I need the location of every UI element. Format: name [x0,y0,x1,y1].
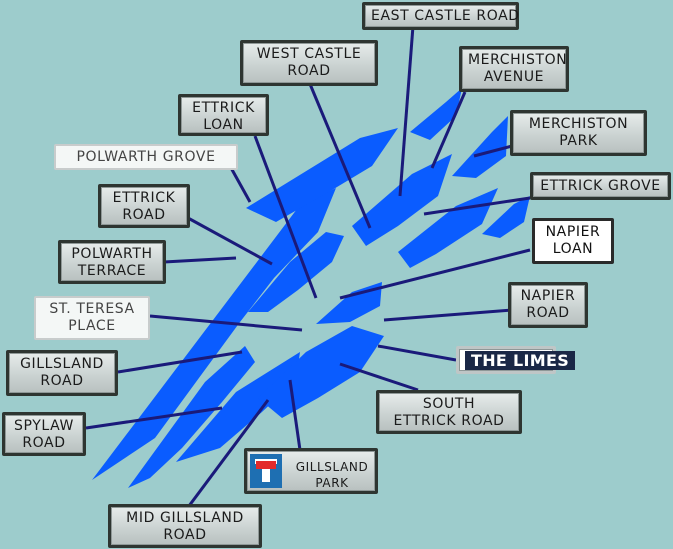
street-name-line: ROAD [40,373,84,389]
leader-line [430,91,467,169]
city-blocks [92,88,530,488]
leader-line [423,196,531,216]
leader-line [288,379,302,451]
leader-line [339,248,531,300]
ettrick-grove-sign: ETTRICK GROVE [530,172,671,200]
gillsland-park-sign: GILLSLAND PARK [244,448,378,494]
merchiston-avenue-sign: MERCHISTON AVENUE [459,46,569,92]
street-name-line: NAPIER [520,288,576,304]
street-name: THE LIMES [465,351,576,370]
city-block [176,352,300,462]
st-teresa-place-sign: ST. TERESA PLACE [34,296,150,340]
city-block [316,282,382,324]
street-name-line: PARK [559,133,598,149]
street-name-line: TERRACE [77,263,147,279]
ettrick-road-sign: ETTRICK ROAD [98,184,190,228]
ettrick-loan-sign: ETTRICK LOAN [178,94,269,136]
city-block [246,128,398,222]
spylaw-road-sign: SPYLAW ROAD [2,412,86,456]
street-name-line: ETTRICK [112,190,176,206]
street-name-line: ROAD [122,207,166,223]
city-block [258,326,384,418]
merchiston-park-sign: MERCHISTON PARK [510,110,647,156]
leader-line [149,314,303,332]
city-block [352,154,452,246]
street-name-line: ROAD [287,63,331,79]
street-name-line: ROAD [22,435,66,451]
napier-loan-sign: NAPIER LOAN [532,218,614,264]
street-name-line: ROAD [163,527,207,543]
street-name-line: MID GILLSLAND [126,510,244,526]
leader-line [377,344,457,362]
street-name-line: LOAN [203,117,244,133]
leader-lines [85,25,531,511]
street-name-line: SPYLAW [14,418,74,434]
east-castle-road-sign: EAST CASTLE ROAD [362,2,519,30]
street-name-line: NAPIER [545,224,601,240]
leader-line [85,406,223,430]
leader-line [187,216,273,266]
west-castle-road-sign: WEST CASTLE ROAD [240,40,378,86]
leader-line [308,83,372,229]
street-name-line: WEST CASTLE [256,46,362,62]
leader-line [184,399,270,511]
city-block [248,232,344,312]
polwarth-grove-sign: POLWARTH GROVE [54,144,238,170]
leader-line [398,25,415,197]
leader-line [339,362,419,392]
leader-line [253,135,318,299]
street-name-line: GILLSLAND [295,460,369,474]
leader-line [383,308,513,322]
south-ettrick-road-sign: SOUTH ETTRICK ROAD [376,390,522,434]
city-block [92,188,336,480]
street-name-line: ROAD [526,305,570,321]
leader-line [473,144,513,158]
street-name-line: PLACE [68,318,116,334]
gillsland-road-sign: GILLSLAND ROAD [6,350,118,396]
street-name-line: GILLSLAND [20,356,104,372]
the-limes-sign: THE LIMES [456,346,576,374]
napier-road-sign: NAPIER ROAD [508,282,588,328]
street-name-line: SOUTH [422,396,476,412]
street-name-line: AVENUE [483,69,545,85]
street-name: EAST CASTLE ROAD [371,8,520,24]
no-through-road-icon [250,454,282,488]
leader-line [163,256,237,264]
polwarth-terrace-sign: POLWARTH TERRACE [58,240,166,284]
mid-gillsland-road-sign: MID GILLSLAND ROAD [108,504,262,548]
city-block [482,196,530,238]
city-block [410,88,462,140]
street-name-line: POLWARTH [71,246,153,262]
street-name: POLWARTH GROVE [76,149,216,165]
street-name-line: MERCHISTON [528,116,629,132]
street-name-line: LOAN [552,241,594,257]
leader-line [117,350,243,374]
street-name-line: MERCHISTON [468,52,568,68]
city-block [128,346,255,488]
leader-line [228,165,252,203]
street-name-line: PARK [315,476,349,490]
street-name-line: ST. TERESA [49,301,135,317]
street-name-line: ETTRICK ROAD [393,413,505,429]
street-name-line: ETTRICK [192,100,255,116]
city-block [452,116,508,178]
street-name: ETTRICK GROVE [540,178,661,194]
